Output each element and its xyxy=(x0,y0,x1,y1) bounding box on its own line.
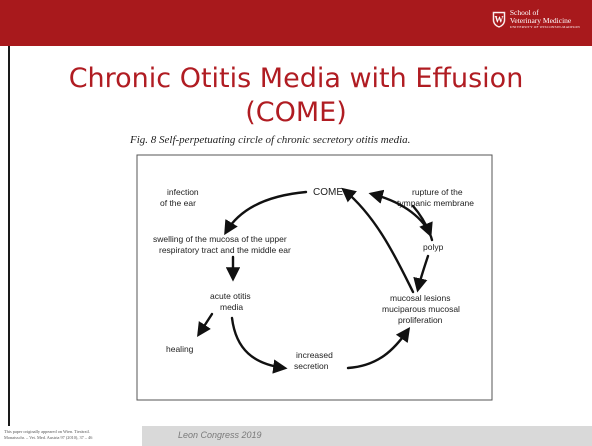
label-mucosal-2: muciparous mucosal xyxy=(382,304,460,314)
arrow-come-to-swelling xyxy=(224,190,308,236)
school-brand: W School of Veterinary Medicine UNIVERSI… xyxy=(492,9,580,30)
label-come: COME xyxy=(313,187,343,198)
label-swelling-2: respiratory tract and the middle ear xyxy=(159,245,291,255)
title-line-1: Chronic Otitis Media with Effusion xyxy=(68,63,524,94)
arrow-acute-to-healing xyxy=(197,312,214,338)
footer-bar xyxy=(0,426,592,446)
figure-caption: Fig. 8 Self-perpetuating circle of chron… xyxy=(130,134,411,146)
source-note-line-1: This paper originally appeared on Wien. … xyxy=(4,429,90,434)
conference-footer: Leon Congress 2019 xyxy=(178,430,262,440)
label-infection-1: infection xyxy=(167,187,199,197)
source-note: This paper originally appeared on Wien. … xyxy=(0,426,142,446)
label-mucosal-3: proliferation xyxy=(398,315,443,325)
left-rule xyxy=(8,46,10,426)
label-rupture-2: tympanic membrane xyxy=(397,198,474,208)
label-healing: healing xyxy=(166,344,194,354)
crest-letter: W xyxy=(494,15,503,25)
arrow-acute-to-secretion xyxy=(230,316,288,374)
brand-line-2: Veterinary Medicine xyxy=(509,16,572,25)
brand-line-1: School of xyxy=(509,8,539,17)
slide-title: Chronic Otitis Media with Effusion (COME… xyxy=(30,62,562,130)
label-increased-2: secretion xyxy=(294,361,329,371)
label-acute-2: media xyxy=(220,302,243,312)
arrow-rupture-to-polyp xyxy=(411,204,433,238)
arrow-secretion-to-mucosal xyxy=(346,327,411,370)
source-note-line-2: Monatsschr. – Vet. Med. Austria 97 (2010… xyxy=(4,435,93,440)
label-acute-1: acute otitis xyxy=(210,291,251,301)
brand-text: School of Veterinary Medicine UNIVERSITY… xyxy=(510,9,580,30)
title-line-2: (COME) xyxy=(245,97,347,128)
label-infection-2: of the ear xyxy=(160,198,196,208)
label-rupture-1: rupture of the xyxy=(412,187,463,197)
label-increased-1: increased xyxy=(296,350,333,360)
label-mucosal-1: mucosal lesions xyxy=(390,293,450,303)
brand-line-3: UNIVERSITY OF WISCONSIN-MADISON xyxy=(509,25,580,29)
header-bar: W School of Veterinary Medicine UNIVERSI… xyxy=(0,0,592,46)
label-swelling-1: swelling of the mucosa of the upper xyxy=(153,234,287,244)
arrow-polyp-to-mucosal xyxy=(413,254,430,293)
arrow-mucosal-to-come xyxy=(341,187,415,294)
label-polyp: polyp xyxy=(423,242,444,252)
uw-crest-icon: W xyxy=(492,11,506,28)
diagram-frame xyxy=(136,154,493,401)
